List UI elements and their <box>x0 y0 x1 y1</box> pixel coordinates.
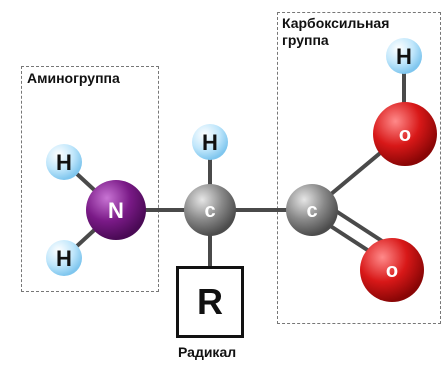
amino-group-box <box>21 66 159 292</box>
carboxyl-group-label-line2: группа <box>282 32 329 48</box>
atom-hydrogen-amino-top: H <box>46 144 82 180</box>
atom-hydrogen-alpha: H <box>192 124 228 160</box>
atom-symbol: o <box>399 124 411 146</box>
atom-nitrogen: N <box>86 180 146 240</box>
atom-symbol: H <box>202 130 218 155</box>
radical-label: Радикал <box>178 344 237 360</box>
atom-carbon-alpha: c <box>184 184 236 236</box>
atom-symbol: N <box>108 198 124 223</box>
amino-group-label: Аминогруппа <box>27 70 120 86</box>
atom-symbol: c <box>306 200 317 222</box>
atom-symbol: o <box>386 260 398 282</box>
atom-oxygen-hydroxyl: o <box>373 102 437 166</box>
atom-hydrogen-amino-bottom: H <box>46 240 82 276</box>
carboxyl-group-box <box>277 12 441 324</box>
atom-hydrogen-carboxyl: H <box>386 38 422 74</box>
atom-symbol: H <box>56 150 72 175</box>
atom-symbol: H <box>56 246 72 271</box>
carboxyl-group-label-line1: Карбоксильная <box>282 15 390 31</box>
atom-carbon-carboxyl: c <box>286 184 338 236</box>
radical-box: R <box>176 266 244 338</box>
atom-symbol: H <box>396 44 412 69</box>
atom-oxygen-carbonyl: o <box>360 238 424 302</box>
atom-symbol: c <box>204 200 215 222</box>
